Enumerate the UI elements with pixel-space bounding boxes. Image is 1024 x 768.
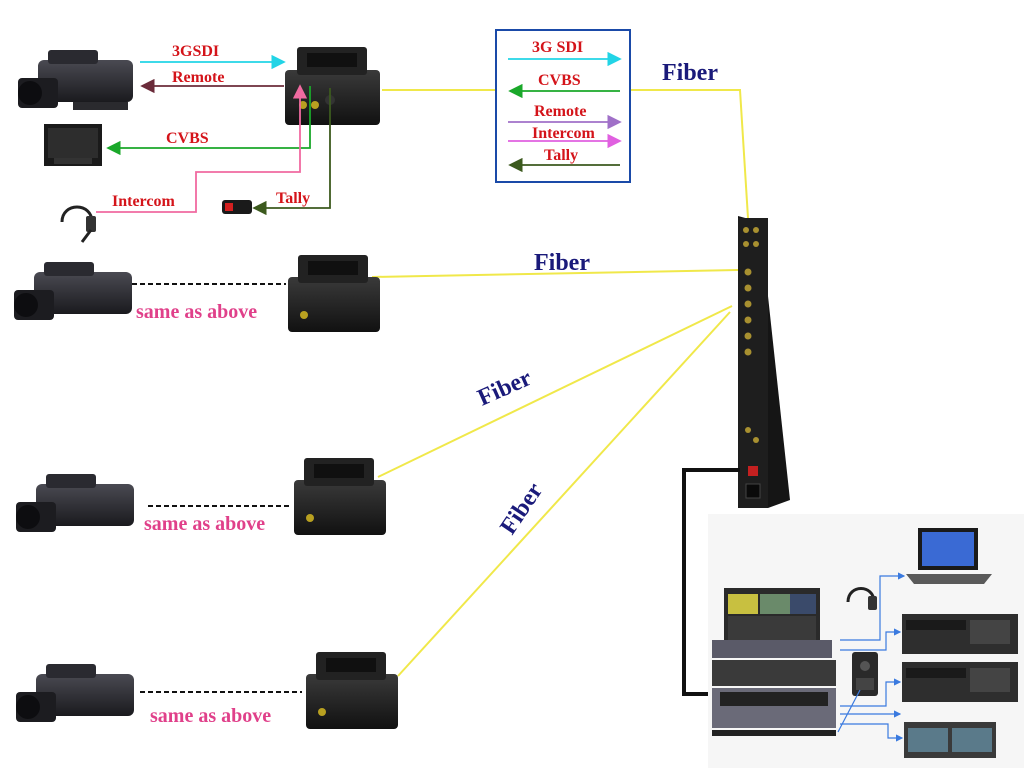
video-deck-2 [902,662,1018,702]
tally-label: Tally [276,190,310,207]
intercom-arrow [96,84,308,213]
laptop [906,528,992,584]
remote-control-panel [852,652,878,696]
sdi-label: 3GSDI [172,43,219,60]
cvbs-arrow [106,86,311,156]
production-switcher [712,588,836,736]
remote-label: Remote [172,69,224,86]
video-deck-1 [902,614,1018,654]
same-as-above-4: same as above [150,705,271,727]
headset-1 [60,205,96,243]
camera-adapter-4 [306,652,398,729]
monitor-1 [44,124,102,166]
fiber-label-2: Fiber [534,250,590,276]
fiber-link-1b [630,89,749,219]
legend-tally-label: Tally [544,147,578,164]
camera-4 [16,664,134,722]
camera-2 [14,262,132,320]
camera-3 [16,474,134,532]
same-as-above-3: same as above [144,513,265,535]
fiber-link-4 [397,311,731,677]
camera-adapter-3 [294,458,386,535]
control-room-routing [837,572,906,742]
control-room-cable [682,468,740,696]
fiber-links [371,89,749,677]
legend-intercom-label: Intercom [532,125,595,142]
fiber-link-3 [377,305,733,478]
camera-adapter-2 [288,255,380,332]
control-room [708,514,1024,768]
camera-1 [18,50,133,110]
fiber-label-4: Fiber [495,478,548,539]
fiber-label-1: Fiber [662,60,718,86]
signal-legend [495,29,631,183]
intercom-label: Intercom [112,193,175,210]
fiber-link-2 [371,269,739,278]
fiber-receiver-rack [738,216,790,508]
headset-2 [846,587,877,610]
legend-remote-label: Remote [534,103,586,120]
signal-arrows [96,54,331,216]
tally-arrow [252,88,331,216]
legend-sdi-label: 3G SDI [532,39,583,56]
tally-light [222,200,252,214]
same-as-above-2: same as above [136,301,257,323]
preview-monitors [904,722,996,758]
cvbs-label: CVBS [166,130,209,147]
camera-adapter-1 [285,47,380,125]
legend-cvbs-label: CVBS [538,72,581,89]
